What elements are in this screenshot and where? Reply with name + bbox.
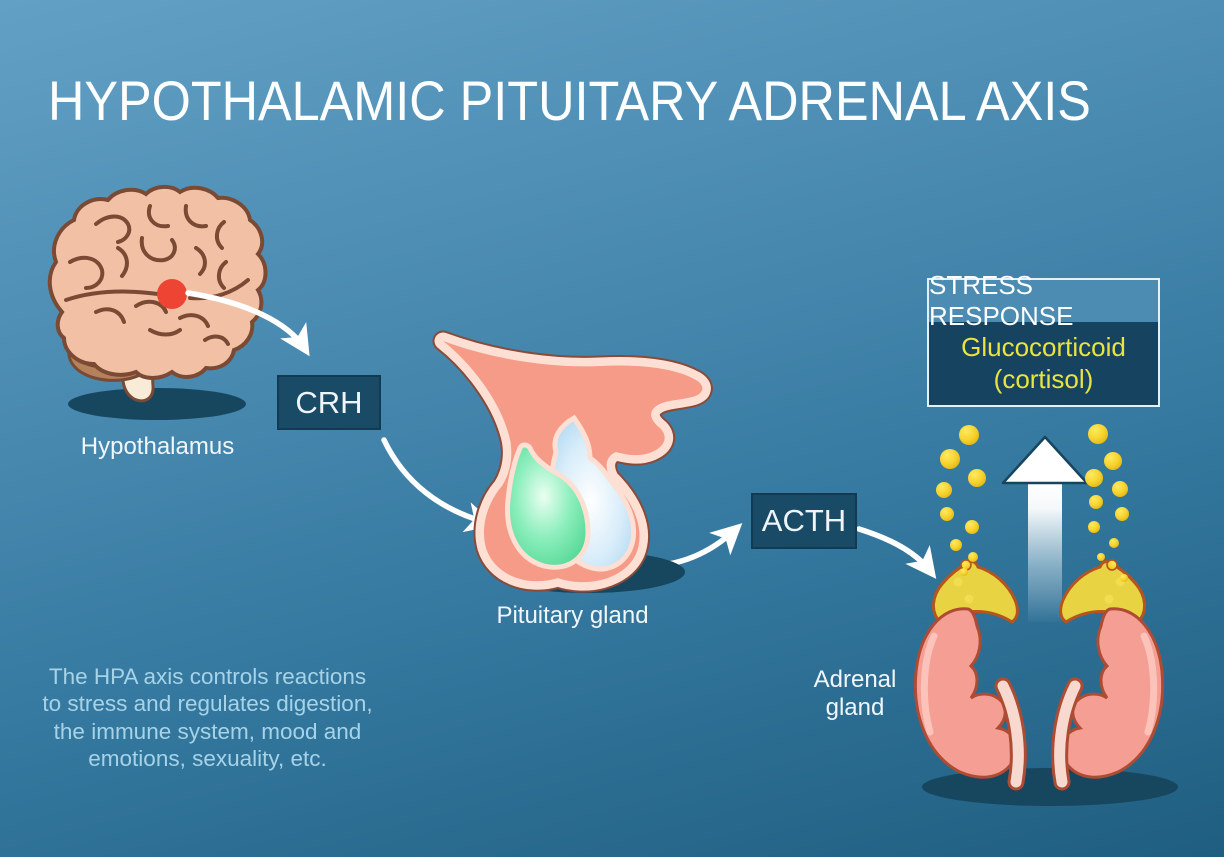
cortisol-line: (cortisol) bbox=[993, 363, 1094, 394]
right-adrenal-kidney bbox=[1051, 559, 1165, 791]
brain-illustration bbox=[47, 185, 268, 420]
adrenal-kidneys-illustration bbox=[913, 424, 1178, 806]
crh-label: CRH bbox=[295, 384, 363, 420]
stress-response-box: STRESS RESPONSE Glucocorticoid (cortisol… bbox=[927, 270, 1160, 407]
acth-to-adrenal-arrow-icon bbox=[856, 526, 937, 579]
adrenal-label-line2: gland bbox=[825, 694, 885, 722]
pituitary-illustration bbox=[432, 330, 713, 593]
adrenal-label: Adrenal gland bbox=[785, 666, 925, 723]
crh-box: CRH bbox=[277, 375, 381, 430]
ureter bbox=[997, 680, 1024, 788]
crh-to-pituitary-arrow-icon bbox=[381, 437, 497, 533]
glucocorticoid-line: Glucocorticoid bbox=[961, 332, 1126, 363]
anterior-lobe-green bbox=[505, 442, 591, 570]
stress-response-header: STRESS RESPONSE bbox=[929, 270, 1158, 331]
brain-shadow bbox=[68, 388, 246, 420]
adrenal-label-line1: Adrenal bbox=[813, 666, 897, 693]
cerebrum bbox=[47, 185, 268, 380]
description-line: emotions, sexuality, etc. bbox=[88, 746, 327, 772]
brain-to-crh-arrow-icon bbox=[185, 290, 310, 357]
cortisol-up-arrow-icon bbox=[1001, 435, 1089, 622]
description-line: to stress and regulates digestion, bbox=[42, 691, 373, 717]
acth-label: ACTH bbox=[761, 503, 847, 538]
description-line: the immune system, mood and bbox=[53, 718, 362, 744]
description-line: The HPA axis controls reactions bbox=[48, 664, 367, 689]
brain-sulci bbox=[64, 204, 250, 346]
kidney bbox=[913, 607, 1018, 779]
hormone-dots-icon bbox=[936, 424, 1129, 582]
hpa-description: The HPA axis controls reactions to stres… bbox=[25, 663, 390, 773]
page-title: HYPOTHALAMIC PITUITARY ADRENAL AXIS bbox=[48, 69, 1091, 132]
kidney-highlight bbox=[920, 632, 938, 736]
acth-box: ACTH bbox=[751, 493, 857, 549]
hypothalamus-label: Hypothalamus bbox=[80, 433, 235, 460]
pituitary-label: Pituitary gland bbox=[496, 602, 649, 629]
hypothalamus-red-dot bbox=[157, 279, 187, 309]
glucocorticoid-text: Glucocorticoid (cortisol) bbox=[929, 322, 1158, 405]
adrenal-cap bbox=[932, 560, 1019, 624]
left-adrenal-kidney bbox=[913, 559, 1027, 791]
